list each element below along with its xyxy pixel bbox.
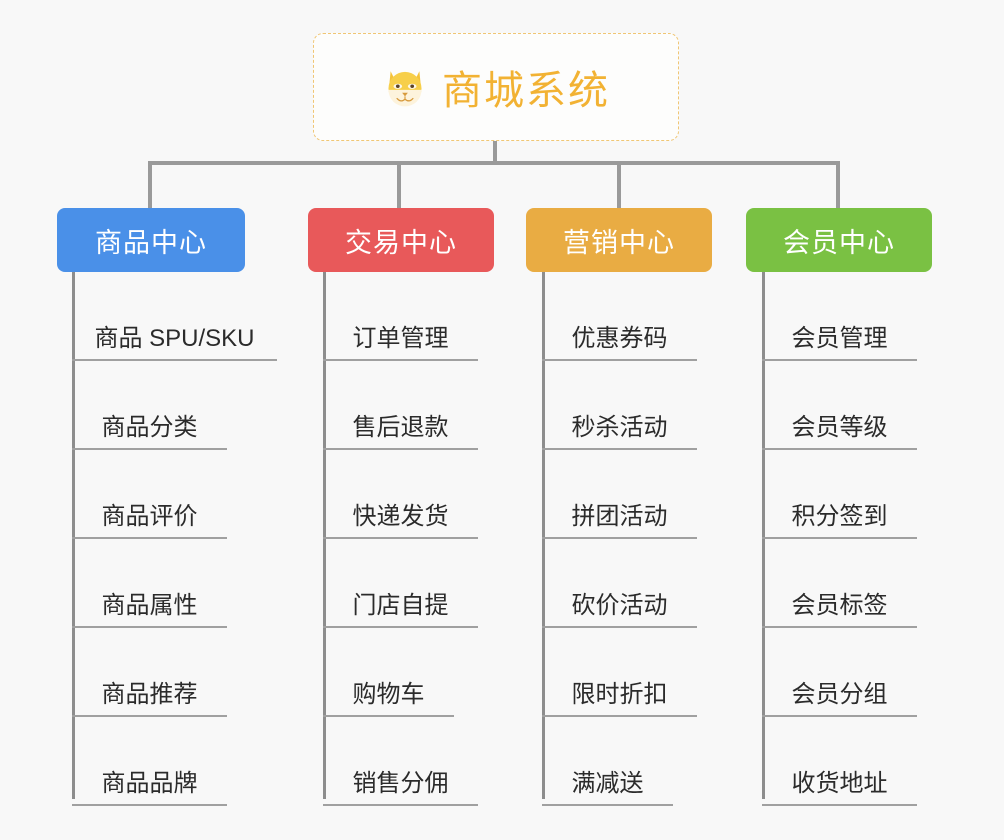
leaf-label: 会员标签 xyxy=(791,592,888,619)
leaf-item[interactable]: 秒杀活动 xyxy=(542,361,697,450)
leaf-label: 会员管理 xyxy=(791,325,888,352)
leaf-label: 砍价活动 xyxy=(571,592,668,619)
leaf-label: 快递发货 xyxy=(352,503,449,530)
leaf-item[interactable]: 购物车 xyxy=(323,628,454,717)
leaf-item[interactable]: 收货地址 xyxy=(762,717,917,806)
leaf-item[interactable]: 商品 SPU/SKU xyxy=(72,272,277,361)
category-label-1: 商品中心 xyxy=(95,227,207,258)
connector-drop-2 xyxy=(397,161,401,208)
leaf-label: 商品属性 xyxy=(101,592,198,619)
leaf-item[interactable]: 优惠券码 xyxy=(542,272,697,361)
leaf-item[interactable]: 售后退款 xyxy=(323,361,478,450)
category-box-3[interactable]: 营销中心 xyxy=(526,208,712,272)
leaf-label: 订单管理 xyxy=(352,325,449,352)
leaf-item[interactable]: 会员标签 xyxy=(762,539,917,628)
root-title: 商城系统 xyxy=(442,69,610,113)
leaf-item[interactable]: 商品推荐 xyxy=(72,628,227,717)
connector-root-trunk xyxy=(493,141,497,164)
leaf-item[interactable]: 订单管理 xyxy=(323,272,478,361)
leaf-label: 收货地址 xyxy=(791,770,888,797)
connector-drop-3 xyxy=(617,161,621,208)
branch-spine-4 xyxy=(762,272,765,799)
category-label-2: 交易中心 xyxy=(345,227,457,258)
leaf-item[interactable]: 会员分组 xyxy=(762,628,917,717)
leaf-label: 销售分佣 xyxy=(352,770,449,797)
leaf-item[interactable]: 限时折扣 xyxy=(542,628,697,717)
leaf-item[interactable]: 积分签到 xyxy=(762,450,917,539)
leaf-item[interactable]: 商品分类 xyxy=(72,361,227,450)
leaf-label: 会员分组 xyxy=(791,681,888,708)
shiba-dog-face-icon xyxy=(382,64,428,110)
branch-spine-3 xyxy=(542,272,545,799)
leaf-label: 门店自提 xyxy=(352,592,449,619)
category-label-3: 营销中心 xyxy=(563,227,675,258)
category-box-1[interactable]: 商品中心 xyxy=(57,208,245,272)
leaf-item[interactable]: 砍价活动 xyxy=(542,539,697,628)
leaf-item[interactable]: 门店自提 xyxy=(323,539,478,628)
leaf-label: 商品品牌 xyxy=(101,770,198,797)
leaf-label: 商品推荐 xyxy=(101,681,198,708)
connector-horizontal-bus xyxy=(150,161,840,165)
branch-spine-1 xyxy=(72,272,75,799)
leaf-label: 商品 SPU/SKU xyxy=(94,325,255,352)
leaf-item[interactable]: 商品品牌 xyxy=(72,717,227,806)
leaf-label: 优惠券码 xyxy=(571,325,668,352)
leaf-item[interactable]: 会员等级 xyxy=(762,361,917,450)
connector-drop-4 xyxy=(836,161,840,208)
leaf-item[interactable]: 满减送 xyxy=(542,717,673,806)
branch-spine-2 xyxy=(323,272,326,799)
connector-drop-1 xyxy=(148,161,152,208)
leaf-item[interactable]: 销售分佣 xyxy=(323,717,478,806)
leaf-label: 售后退款 xyxy=(352,414,449,441)
leaf-label: 拼团活动 xyxy=(571,503,668,530)
leaf-label: 商品评价 xyxy=(101,503,198,530)
leaf-label: 商品分类 xyxy=(101,414,198,441)
root-node[interactable]: 商城系统 xyxy=(313,33,679,141)
leaf-label: 限时折扣 xyxy=(571,681,668,708)
category-box-2[interactable]: 交易中心 xyxy=(308,208,494,272)
leaf-item[interactable]: 拼团活动 xyxy=(542,450,697,539)
leaf-label: 会员等级 xyxy=(791,414,888,441)
leaf-label: 积分签到 xyxy=(791,503,888,530)
leaf-label: 购物车 xyxy=(352,681,425,708)
leaf-item[interactable]: 商品评价 xyxy=(72,450,227,539)
leaf-label: 满减送 xyxy=(571,770,644,797)
leaf-label: 秒杀活动 xyxy=(571,414,668,441)
leaf-item[interactable]: 会员管理 xyxy=(762,272,917,361)
leaf-item[interactable]: 快递发货 xyxy=(323,450,478,539)
category-label-4: 会员中心 xyxy=(783,227,895,258)
category-box-4[interactable]: 会员中心 xyxy=(746,208,932,272)
leaf-item[interactable]: 商品属性 xyxy=(72,539,227,628)
